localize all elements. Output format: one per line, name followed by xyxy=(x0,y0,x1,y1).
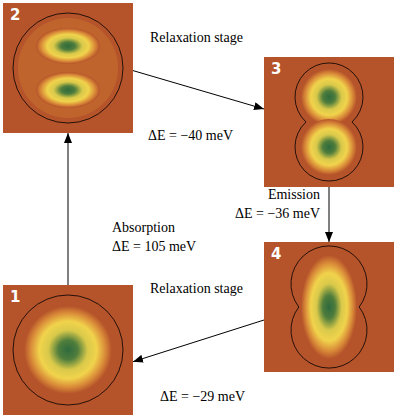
panel-3-picture xyxy=(264,57,394,187)
density-halo xyxy=(18,18,118,118)
panel-ground xyxy=(264,57,394,187)
state-number: 1 xyxy=(10,288,20,306)
panel-ground xyxy=(3,3,133,133)
energy-state-panel: 2 xyxy=(3,3,133,133)
energy-state-panel: 4 xyxy=(264,242,394,372)
density-blob xyxy=(36,72,100,108)
transition-arrow xyxy=(133,71,264,109)
transition-arrow xyxy=(133,320,264,362)
density-blob xyxy=(301,119,357,175)
transition-label: Relaxation stage xyxy=(148,30,245,46)
state-number: 3 xyxy=(271,60,281,78)
transition-arrow xyxy=(68,133,69,285)
panel-ground xyxy=(3,285,133,415)
energy-change: ΔE = 105 meV xyxy=(110,239,198,255)
energy-state-panel: 3 xyxy=(264,57,394,187)
state-number: 2 xyxy=(10,6,20,24)
transition-label: Relaxation stage xyxy=(148,281,245,297)
density-blob xyxy=(36,28,100,64)
energy-change: ΔE = −40 meV xyxy=(146,128,235,144)
panel-2-picture xyxy=(3,3,133,133)
energy-change: ΔE = −29 meV xyxy=(158,389,247,405)
density-blob xyxy=(301,255,357,359)
dot-outline xyxy=(295,63,363,181)
state-number: 4 xyxy=(271,245,281,263)
dot-outline xyxy=(291,246,367,368)
dot-outline xyxy=(13,13,123,123)
panel-4-picture xyxy=(264,242,394,372)
density-blob xyxy=(301,69,357,125)
energy-state-panel: 1 xyxy=(3,285,133,415)
panel-ground xyxy=(264,242,394,372)
transition-arrow xyxy=(329,187,330,242)
energy-change: ΔE = −36 meV xyxy=(233,206,322,222)
density-blob xyxy=(24,306,112,394)
transition-label: Emission xyxy=(266,187,322,203)
transition-label: Absorption xyxy=(110,220,177,236)
panel-1-picture xyxy=(3,285,133,415)
dot-outline xyxy=(13,295,123,405)
